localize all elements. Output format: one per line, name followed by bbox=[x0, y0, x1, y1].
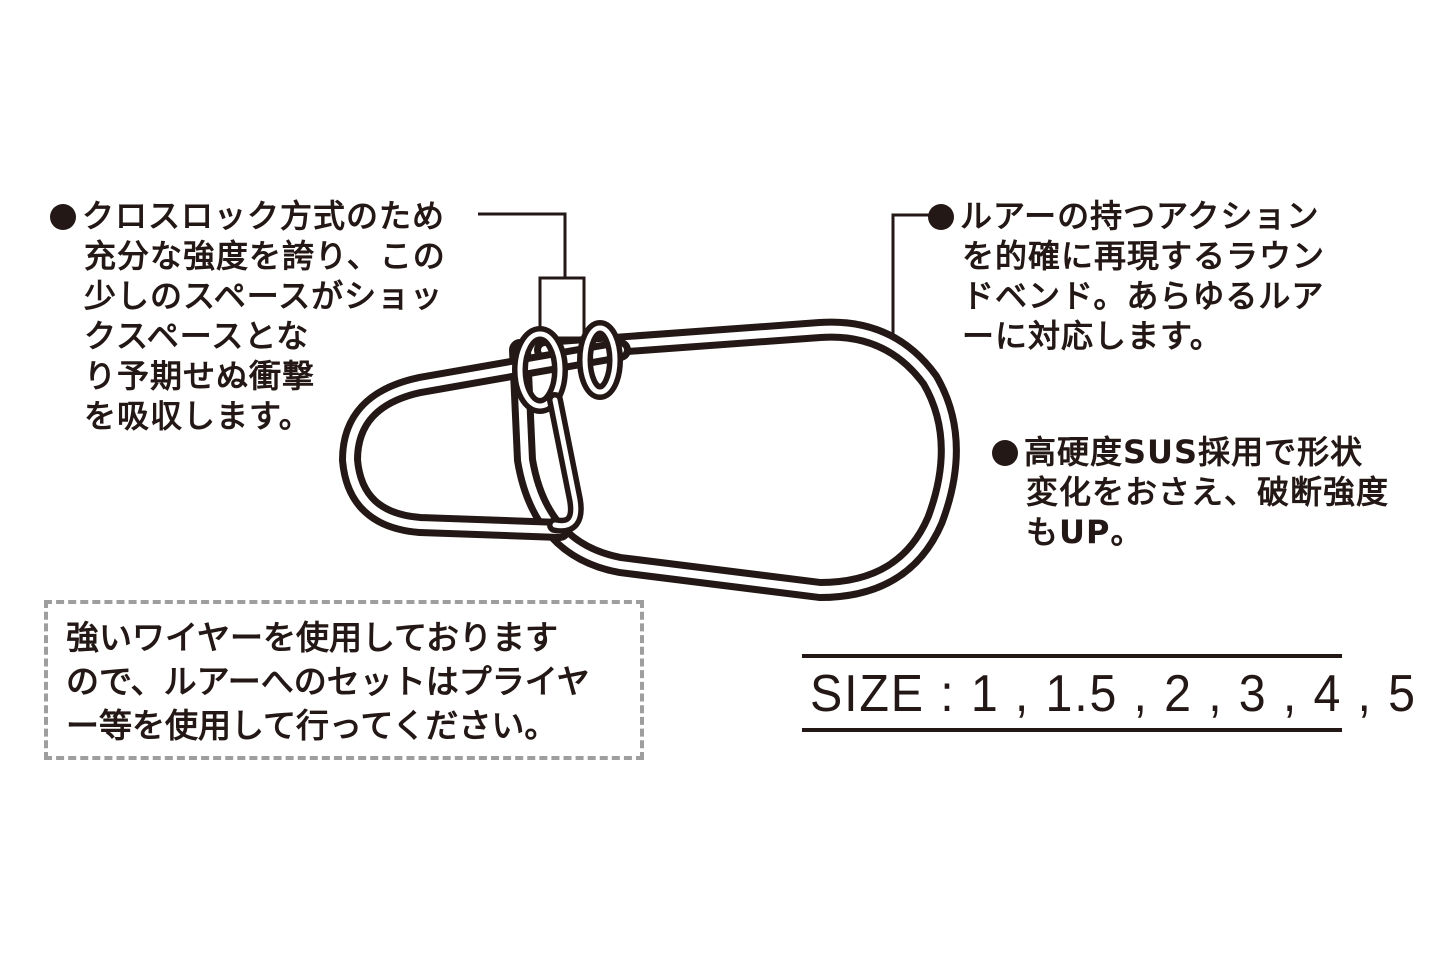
leader-line-right bbox=[891, 213, 940, 340]
bullet-icon bbox=[50, 204, 76, 230]
callout-text: もUP。 bbox=[1026, 513, 1144, 551]
notice-box: 強いワイヤーを使用しております ので、ルアーへのセットはプライヤ ー等を使用して… bbox=[44, 600, 644, 760]
callout-text: ルアーの持つアクション bbox=[960, 197, 1320, 235]
bullet-icon bbox=[992, 440, 1018, 466]
callout-cross-lock: クロスロック方式のため 充分な強度を誇り、この 少しのスペースがショッ クスペー… bbox=[50, 196, 446, 436]
notice-text: ので、ルアーへのセットはプライヤ bbox=[66, 662, 590, 701]
snap-wire bbox=[339, 318, 960, 601]
callout-text: を吸収します。 bbox=[84, 397, 312, 435]
callout-text: り予期せぬ衝撃 bbox=[84, 357, 316, 395]
callout-text: 変化をおさえ、破断強度 bbox=[1026, 473, 1390, 511]
size-label: SIZE : 1 , 1.5 , 2 , 3 , 4 , 5 bbox=[810, 665, 1417, 723]
callout-sus-material: 高硬度SUS採用で形状 変化をおさえ、破断強度 もUP。 bbox=[992, 432, 1389, 552]
leader-line-left bbox=[478, 212, 586, 340]
size-block: SIZE : 1 , 1.5 , 2 , 3 , 4 , 5 bbox=[802, 654, 1415, 732]
callout-text: ドベンド。あらゆるルア bbox=[962, 277, 1325, 315]
callout-text: クスペースとな bbox=[84, 317, 310, 355]
notice-text: ー等を使用して行ってください。 bbox=[66, 706, 558, 745]
bullet-icon bbox=[928, 204, 954, 230]
callout-text: 高硬度SUS採用で形状 bbox=[1024, 433, 1364, 471]
callout-text: 少しのスペースがショッ bbox=[84, 277, 444, 315]
callout-text: 充分な強度を誇り、この bbox=[84, 237, 446, 275]
callout-round-bend: ルアーの持つアクション を的確に再現するラウン ドベンド。あらゆるルア ーに対応… bbox=[928, 196, 1325, 356]
callout-text: ーに対応します。 bbox=[962, 317, 1223, 355]
callout-text: を的確に再現するラウン bbox=[962, 237, 1326, 275]
notice-text: 強いワイヤーを使用しております bbox=[66, 618, 559, 657]
callout-text: クロスロック方式のため bbox=[82, 197, 446, 235]
